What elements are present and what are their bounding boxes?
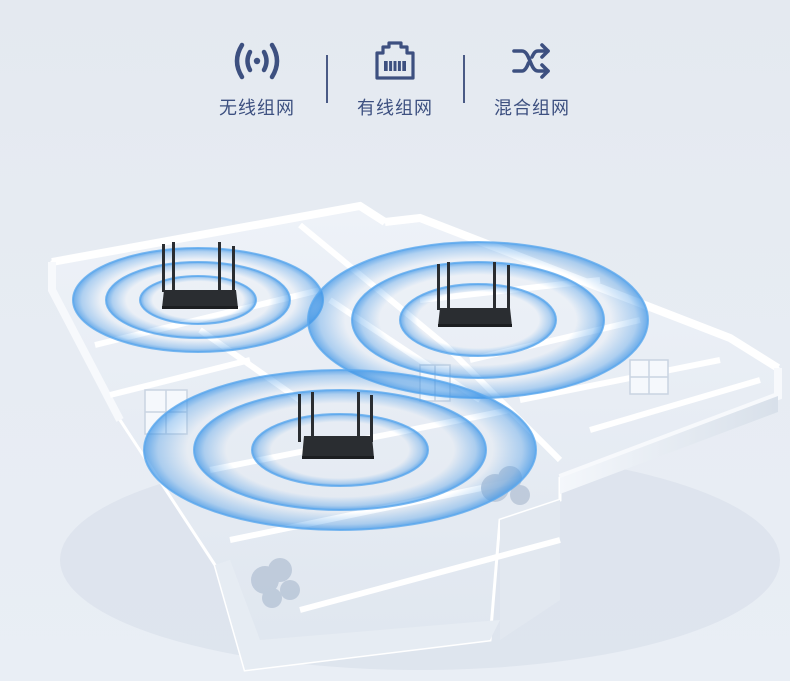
mode-wired: 有线组网 [330,38,460,120]
router-top-left [162,242,238,309]
ethernet-port-icon [330,38,460,84]
shuffle-icon [467,38,597,84]
mode-wireless: 无线组网 [192,38,322,120]
divider [326,55,328,103]
floor-plan-illustration [0,150,790,681]
divider [463,55,465,103]
router-top-right [437,262,512,327]
mode-hybrid-label: 混合组网 [494,98,570,119]
networking-modes-header: 无线组网 有线组网 [0,0,790,150]
router-center [298,392,374,459]
mode-hybrid: 混合组网 [467,38,597,120]
mode-wireless-label: 无线组网 [219,98,295,119]
mode-wired-label: 有线组网 [357,98,433,119]
wireless-signal-icon [192,38,322,84]
